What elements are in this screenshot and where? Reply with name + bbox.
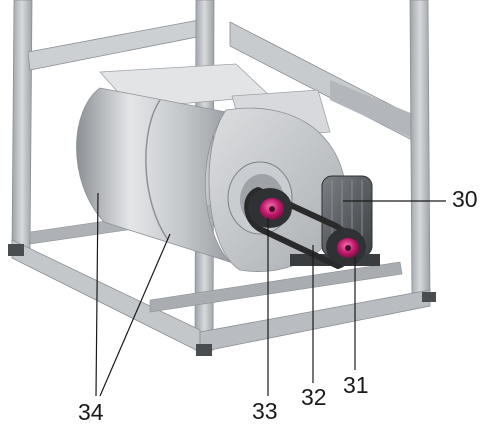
motor-pulley: [326, 228, 366, 266]
callout-label-30: 30: [452, 186, 478, 212]
leader-34a: [95, 192, 99, 397]
fan-housing: [76, 63, 347, 272]
callout-label-32: 32: [301, 384, 327, 410]
callout-label-33: 33: [252, 398, 278, 424]
fan-pulley: [248, 188, 292, 228]
belt-drive: [244, 187, 366, 269]
leader-lines: [95, 192, 446, 397]
callout-label-34: 34: [78, 399, 104, 425]
leader-34b: [99, 233, 171, 397]
callout-label-31: 31: [343, 372, 369, 398]
